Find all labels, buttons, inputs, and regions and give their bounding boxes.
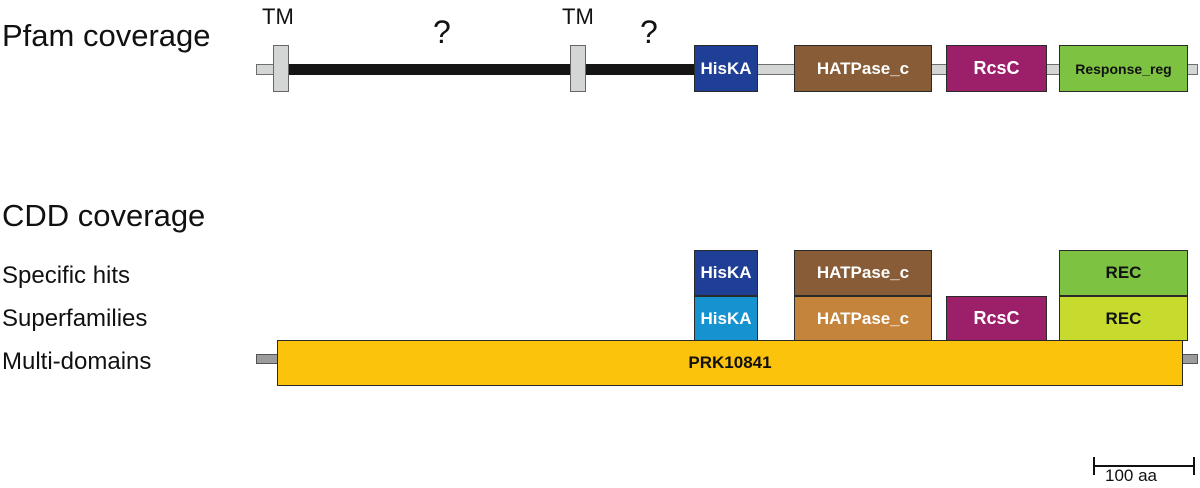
superfamily-rcsc: RcsC bbox=[946, 296, 1047, 341]
specific-hit-rec: REC bbox=[1059, 250, 1188, 296]
pfam-unknown-region bbox=[286, 64, 696, 75]
pfam-coverage-title: Pfam coverage bbox=[2, 18, 211, 53]
tm-segment-1 bbox=[273, 45, 289, 92]
specific-hit-hiska: HisKA bbox=[694, 250, 758, 296]
superfamily-hatpase: HATPase_c bbox=[794, 296, 932, 341]
multi-domain-prk10841: PRK10841 bbox=[277, 340, 1183, 386]
specific-hit-hatpase: HATPase_c bbox=[794, 250, 932, 296]
row-label-superfamilies: Superfamilies bbox=[2, 305, 148, 332]
scale-bar-label: 100 aa bbox=[1105, 466, 1157, 485]
scale-bar-right-tick bbox=[1193, 457, 1195, 475]
pfam-domain-rcsc: RcsC bbox=[946, 45, 1047, 92]
pfam-domain-hatpase: HATPase_c bbox=[794, 45, 932, 92]
multi-domain-left-stub bbox=[256, 354, 278, 364]
multi-domain-right-stub bbox=[1182, 354, 1198, 364]
tm-segment-2 bbox=[570, 45, 586, 92]
row-label-specific-hits: Specific hits bbox=[2, 262, 131, 289]
scale-bar-line bbox=[1093, 465, 1195, 467]
tm-label-1: TM bbox=[262, 4, 294, 29]
unknown-marker-2: ? bbox=[640, 14, 658, 50]
pfam-domain-response-reg: Response_reg bbox=[1059, 45, 1188, 92]
unknown-marker-1: ? bbox=[433, 14, 451, 50]
cdd-coverage-title: CDD coverage bbox=[2, 198, 206, 233]
tm-label-2: TM bbox=[562, 4, 594, 29]
superfamily-rec: REC bbox=[1059, 296, 1188, 341]
pfam-domain-hiska: HisKA bbox=[694, 45, 758, 92]
superfamily-hiska: HisKA bbox=[694, 296, 758, 341]
row-label-multi-domains: Multi-domains bbox=[2, 348, 152, 375]
scale-bar-left-tick bbox=[1093, 457, 1095, 475]
